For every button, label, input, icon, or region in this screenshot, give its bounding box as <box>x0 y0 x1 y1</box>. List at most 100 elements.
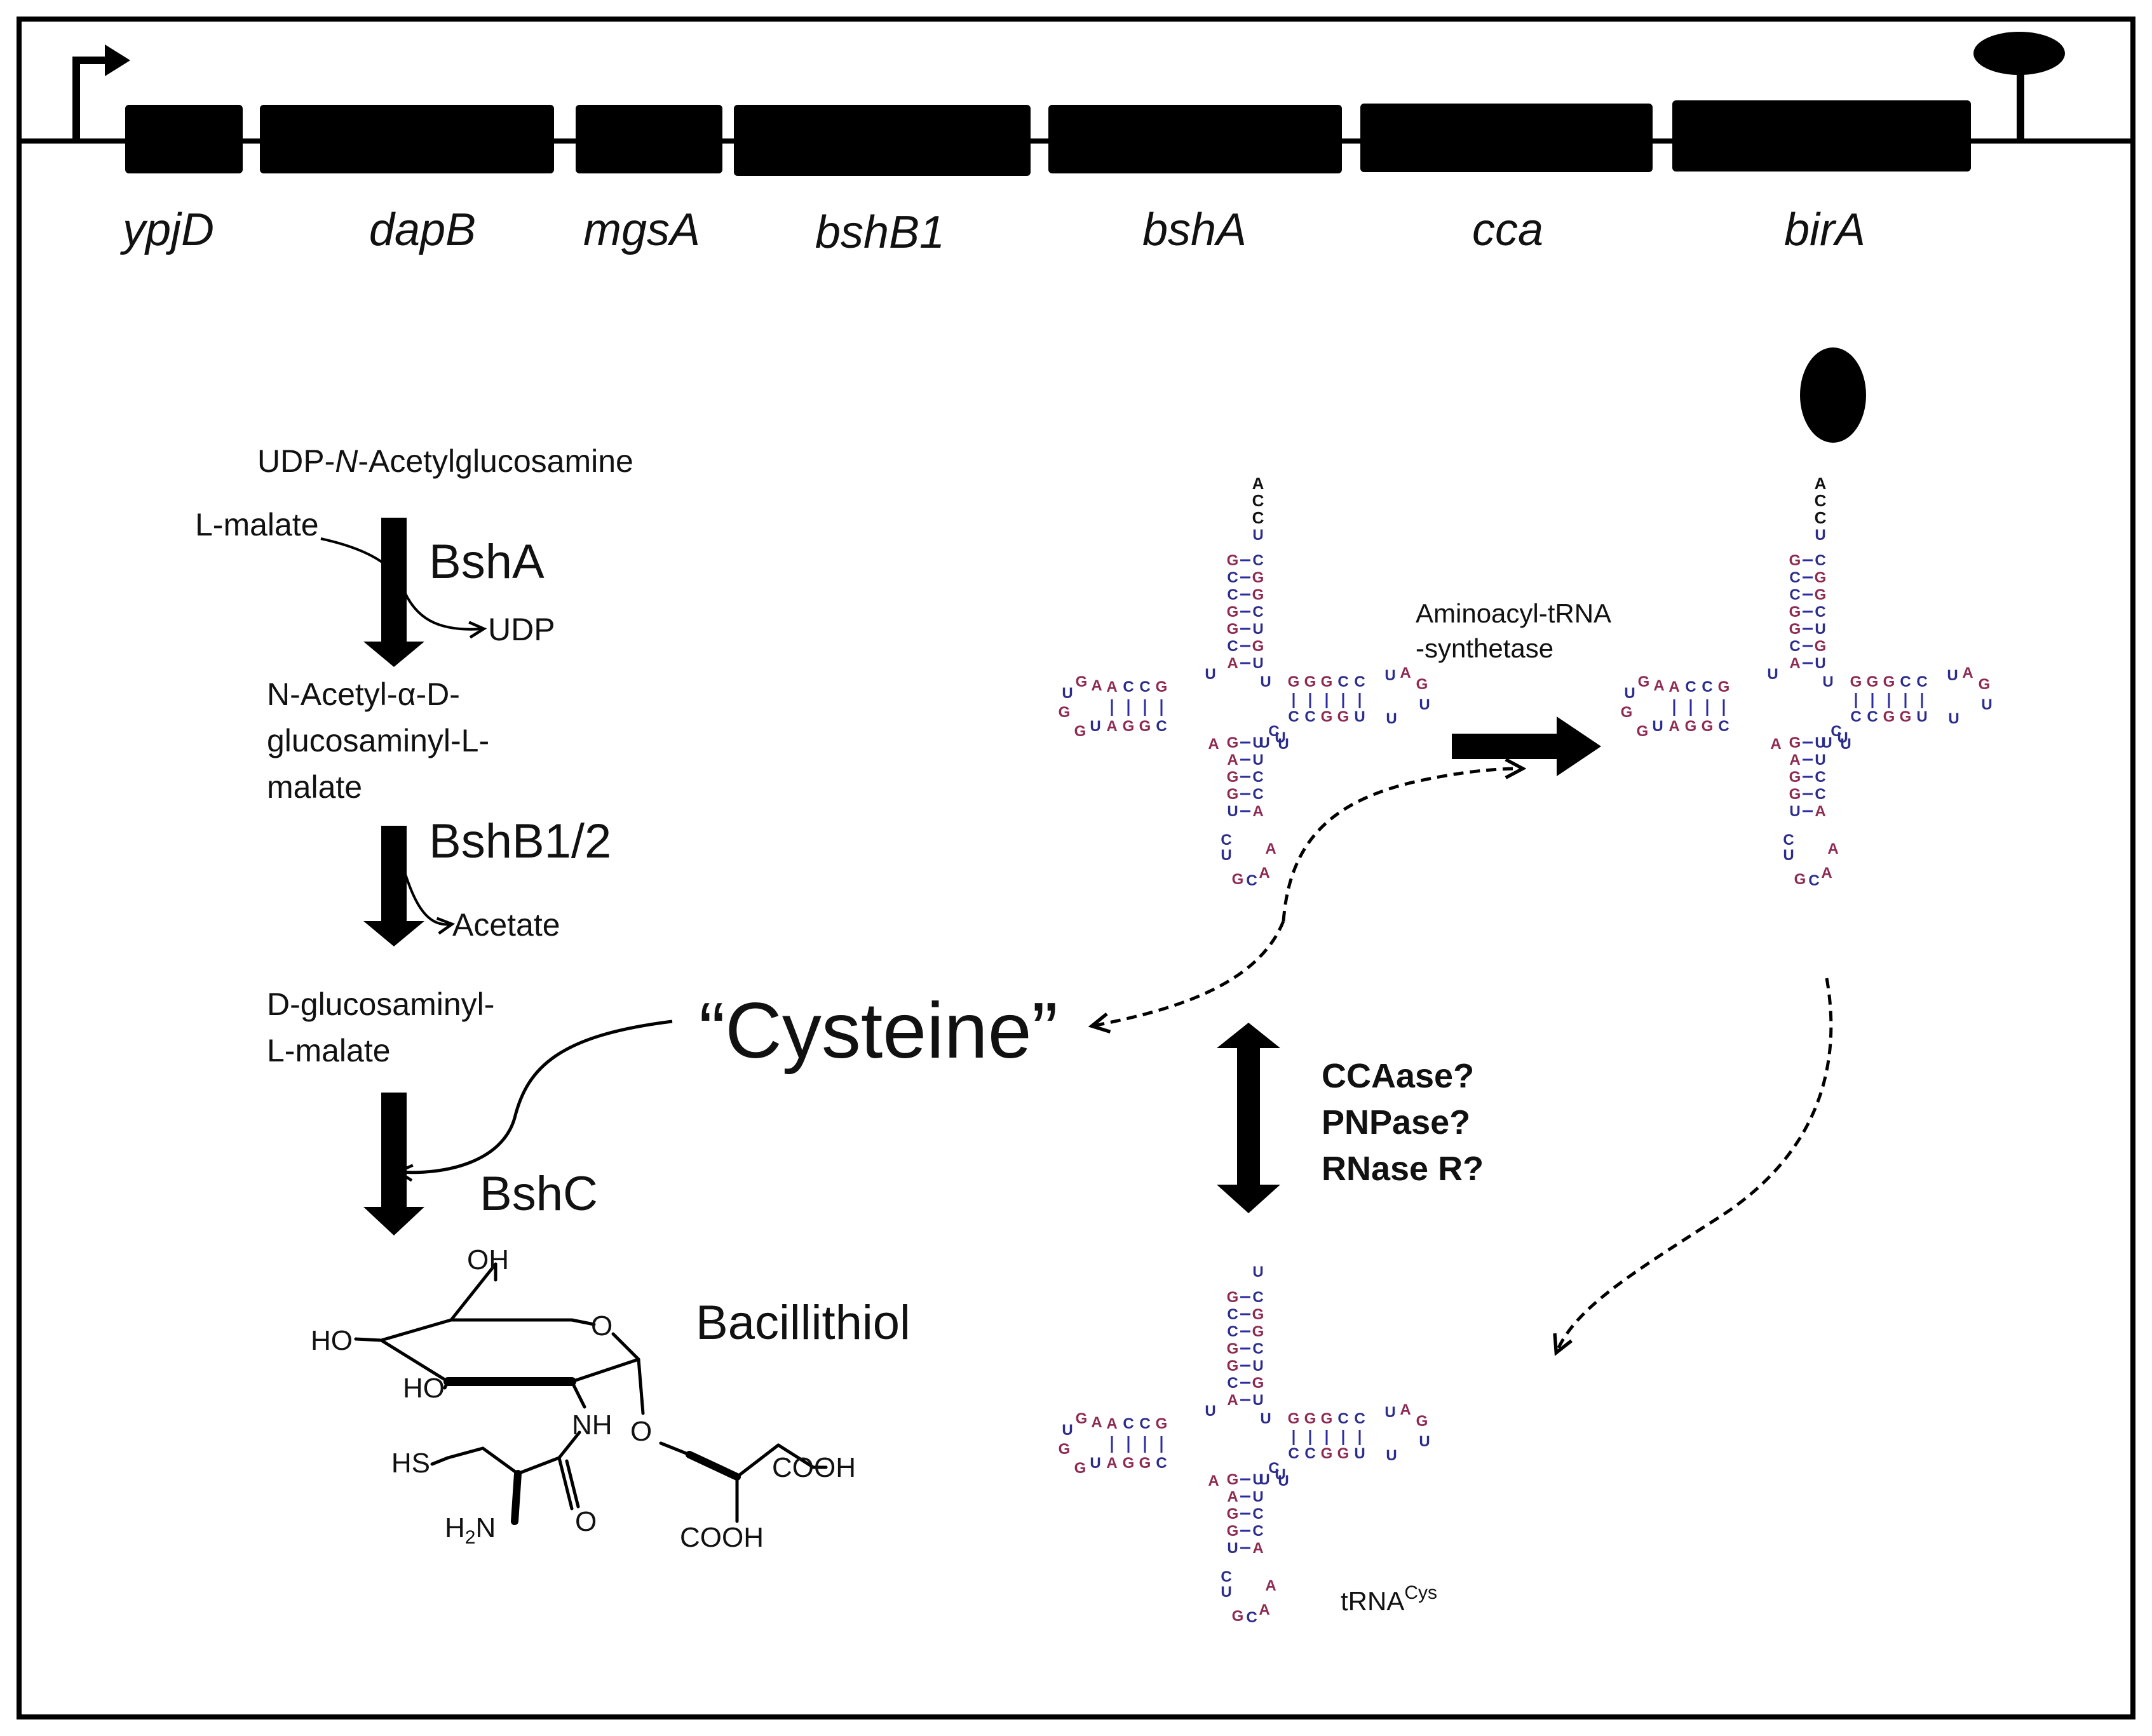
step2-arrow <box>363 826 424 946</box>
trna-t-top-nt: C <box>1354 1410 1365 1427</box>
trna-t-loop-nt: G <box>1416 1413 1428 1430</box>
trna-acceptor-5p-nt: G <box>1789 603 1801 621</box>
trna-anticodon-loop-nt: C <box>1808 872 1819 889</box>
trna-d-top-nt: C <box>1685 678 1696 696</box>
trna-tail-nt: C <box>1252 508 1264 527</box>
trna-acceptor-3p-nt: U <box>1252 1392 1263 1409</box>
trna-d-bottom-nt: G <box>1685 718 1697 735</box>
trna-junction-nt: U <box>1821 734 1832 751</box>
trna-anticodon-5p-nt: U <box>1227 803 1238 820</box>
trna-acceptor-3p-nt: U <box>1815 621 1825 638</box>
trna-anticodon-loop-nt: A <box>1265 840 1276 858</box>
trna-t-top-nt: G <box>1304 673 1316 690</box>
trna-acceptor-5p-nt: G <box>1227 603 1239 621</box>
enzyme-rnase-r: RNase R? <box>1322 1150 1484 1188</box>
trna-acceptor-3p-nt: C <box>1815 552 1825 569</box>
trna-junction-nt: U <box>1259 1471 1269 1488</box>
atom-ho-lower: HO <box>403 1373 445 1404</box>
trna-d-bottom-nt: G <box>1139 718 1151 735</box>
trna-anticodon-3p-nt: C <box>1252 786 1263 803</box>
gene-box-ypjd <box>125 105 243 173</box>
trna-d-top-nt: G <box>1718 678 1730 696</box>
trna-t-loop-nt: U <box>1386 710 1397 727</box>
trna-anticodon-loop-nt: A <box>1827 840 1838 858</box>
trna-d-loop-nt: G <box>1637 723 1649 740</box>
atom-cooh-right: COOH <box>772 1452 856 1483</box>
trna-anticodon-loop-nt: C <box>1246 1609 1257 1626</box>
trna-junction-nt: U <box>1837 729 1848 746</box>
trna-t-top-nt: G <box>1288 1410 1300 1427</box>
trna-anticodon-3p-nt: U <box>1252 1488 1263 1505</box>
trna-d-loop-nt: G <box>1074 1460 1086 1477</box>
atom-ho-left: HO <box>311 1325 353 1356</box>
trna-acceptor-3p-nt: G <box>1252 569 1264 586</box>
dashed-to-cysteine <box>1093 920 1285 1026</box>
trna-junction-nt: U <box>1275 729 1285 746</box>
trna-tail-nt: A <box>1815 474 1827 493</box>
trna-anticodon-5p-nt: G <box>1227 786 1239 803</box>
structure-labels: OH HO O HO NH O HS O H2N COOH COOH <box>311 1244 856 1553</box>
operon-map: ypjD dapB mgsA bshB1 bshA cca birA <box>19 32 2133 258</box>
trna-anticodon-loop-nt: C <box>1221 831 1231 849</box>
trna-variable-nt: C <box>1831 723 1841 740</box>
trna-t-bottom-nt: G <box>1883 708 1895 725</box>
aminoacyl-ball <box>1800 347 1866 443</box>
trna-t-loop-nt: A <box>1400 1401 1411 1418</box>
intermediate-line-3: malate <box>267 769 362 805</box>
trna-d-loop-nt: U <box>1062 685 1073 702</box>
terminator <box>1973 32 2065 141</box>
trna-junction-nt: U <box>1205 666 1215 683</box>
trna-d-top-nt: C <box>1123 1415 1134 1432</box>
trna-anticodon-5p-nt: G <box>1227 1523 1239 1540</box>
gene-box-dapb <box>260 105 554 173</box>
trna-d-loop-nt: A <box>1091 677 1102 694</box>
bacillithiol-structure <box>354 1262 828 1525</box>
trna-tail-nt: U <box>1252 527 1263 544</box>
trna-variable-nt: U <box>1278 736 1289 753</box>
trna-acceptor-5p-nt: C <box>1227 569 1238 586</box>
trna-d-loop-nt: A <box>1091 1414 1102 1431</box>
trna-anticodon-3p-nt: C <box>1252 1505 1263 1523</box>
trna-d-loop-nt: G <box>1621 704 1633 721</box>
trna-acceptor-5p-nt: A <box>1227 655 1238 672</box>
trna-acceptor-5p-nt: C <box>1789 586 1800 603</box>
trna-anticodon-5p-nt: U <box>1227 1540 1238 1557</box>
enzyme-bshc: BshC <box>480 1167 598 1221</box>
trna-anticodon-5p-nt: A <box>1789 751 1800 769</box>
intermediate-line-2: glucosaminyl-L- <box>267 723 489 758</box>
gene-box-bira <box>1672 100 1971 172</box>
trna-t-nt: U <box>1260 1410 1271 1427</box>
gene-box-cca <box>1360 104 1653 172</box>
trna-d-top-nt: A <box>1106 1415 1117 1432</box>
trna-variable-nt: C <box>1268 723 1279 740</box>
trna-t-bottom-nt: G <box>1321 708 1333 725</box>
step3-arrow <box>363 1093 424 1235</box>
gene-label-dapb: dapB <box>369 205 476 255</box>
trna-tail-nt: C <box>1815 508 1827 527</box>
gene-box-bsha <box>1048 105 1342 173</box>
trna-t-top-nt: G <box>1288 673 1300 690</box>
trna-t-loop-nt: U <box>1947 667 1958 684</box>
trna-anticodon-5p-nt: G <box>1789 786 1801 803</box>
trna-t-loop-nt: U <box>1419 696 1430 713</box>
trna-t-bottom-nt: G <box>1337 1445 1350 1462</box>
dashed-charged-to-truncated <box>1557 978 1833 1352</box>
trna-d-top-nt: A <box>1668 678 1679 696</box>
trna-acceptor-5p-nt: G <box>1227 1289 1239 1306</box>
trna-d-bottom-nt: A <box>1668 718 1679 735</box>
trna-t-top-nt: C <box>1916 673 1927 690</box>
trna-t-bottom-nt: C <box>1288 708 1299 725</box>
atom-hs: HS <box>391 1448 430 1479</box>
trna-acceptor-3p-nt: U <box>1252 1357 1263 1375</box>
trna-t-top-nt: G <box>1304 1410 1316 1427</box>
trna-t-loop-nt: G <box>1979 676 1991 693</box>
trna-t-loop-nt: A <box>1962 664 1973 682</box>
atom-o-carbonyl: O <box>575 1506 597 1537</box>
trna-t-nt: U <box>1260 673 1271 690</box>
trna-junction-nt: U <box>1259 734 1269 751</box>
trna-junction-nt: U <box>1275 1466 1285 1483</box>
trna-anticodon-5p-nt: G <box>1789 769 1801 786</box>
trna-junction-nt: A <box>1208 1472 1219 1490</box>
